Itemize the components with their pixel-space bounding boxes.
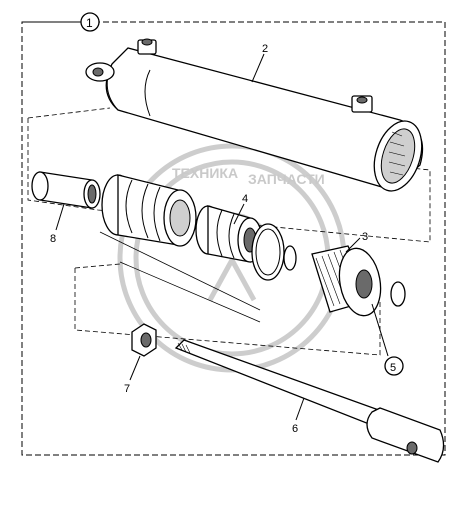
callout-1-label: 1 bbox=[86, 16, 93, 30]
callout-3-label: 3 bbox=[362, 231, 368, 243]
bushing bbox=[31, 171, 101, 209]
o-ring-large bbox=[251, 223, 285, 281]
watermark-text-1: ТЕХНИКА bbox=[172, 165, 238, 181]
callout-6-label: 6 bbox=[292, 423, 298, 435]
callout-4-label: 4 bbox=[242, 193, 248, 205]
rod-nut bbox=[131, 323, 157, 357]
callout-7-label: 7 bbox=[124, 383, 130, 395]
cylinder-barrel bbox=[85, 38, 424, 192]
leader-lines bbox=[55, 53, 389, 421]
callout-2-label: 2 bbox=[262, 43, 268, 55]
snap-ring bbox=[390, 281, 406, 307]
watermark-text-2: ЗАПЧАСТИ bbox=[248, 171, 325, 187]
callout-5-label: 5 bbox=[390, 362, 396, 374]
gland-nut bbox=[311, 245, 382, 317]
piston-rod bbox=[174, 339, 445, 463]
callout-5: 5 bbox=[384, 356, 404, 376]
projection-lines bbox=[27, 107, 431, 356]
callout-8-label: 8 bbox=[50, 233, 56, 245]
o-ring-small bbox=[283, 245, 297, 271]
piston-seal-pack bbox=[101, 174, 197, 247]
callout-1: 1 bbox=[80, 12, 100, 32]
assembly-frame bbox=[21, 21, 446, 456]
